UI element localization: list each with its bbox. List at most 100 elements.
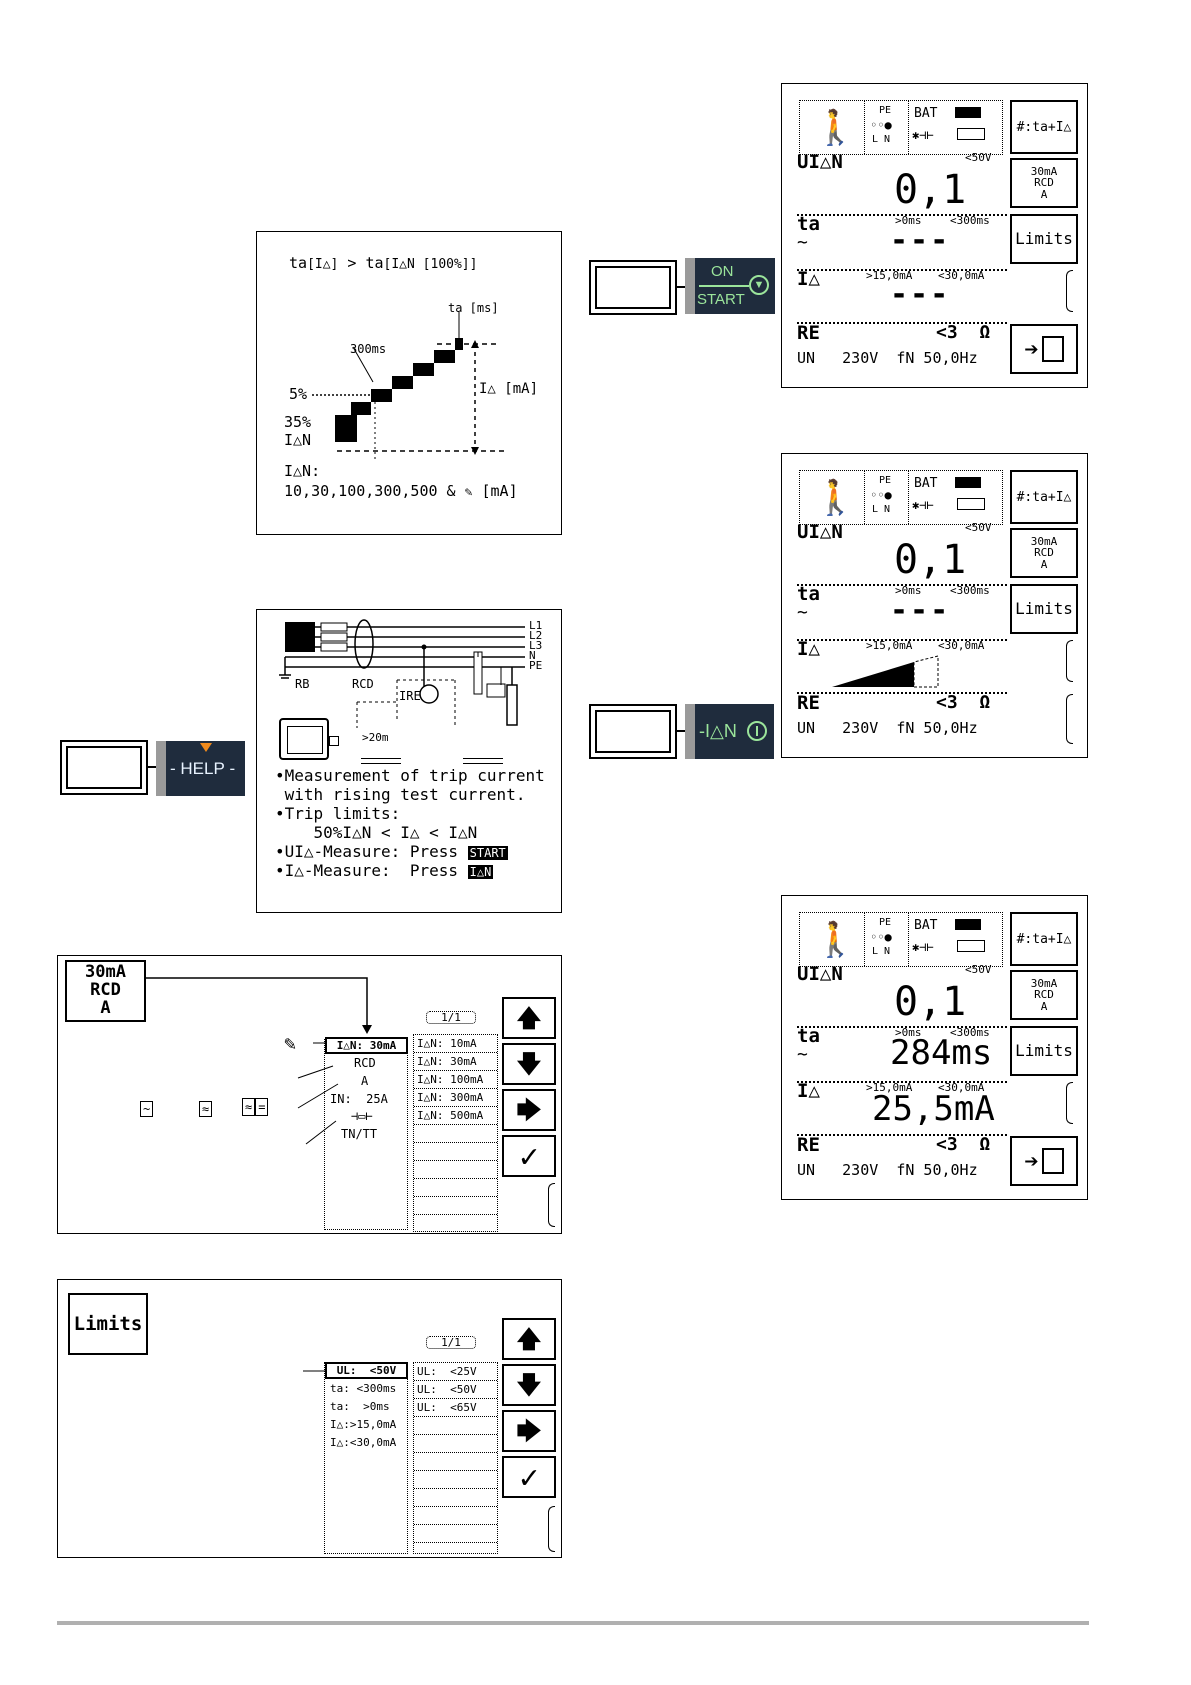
scroll-bracket — [1066, 694, 1073, 744]
rcd-btn-line1: 30mA — [85, 962, 126, 983]
on-start-softkey[interactable]: ON START ▼ — [685, 258, 775, 314]
pe-connection-icon: ◦◦● — [870, 488, 892, 502]
label-values: 10,30,100,300,500 & — [284, 482, 465, 500]
down-arrow-button[interactable]: 🡇 — [502, 1364, 556, 1406]
save-button[interactable]: ➔ — [1010, 324, 1078, 374]
confirm-check-button[interactable]: ✓ — [502, 1135, 556, 1177]
ui-label: UI△N — [797, 963, 843, 985]
help-marker-icon — [200, 743, 212, 752]
save-icon — [1041, 1148, 1064, 1174]
pe-label: PE — [879, 475, 892, 486]
bat-label: BAT — [914, 918, 938, 933]
pe-label: PE — [879, 917, 892, 928]
memory-icon — [957, 940, 985, 952]
mode-button[interactable]: #:ta+I△ — [1010, 100, 1078, 154]
limits-button[interactable]: Limits — [1010, 584, 1078, 634]
ui-limit: <50V — [965, 963, 992, 976]
right-arrow-button[interactable]: 🡆 — [502, 1410, 556, 1452]
save-icon — [1041, 336, 1064, 362]
plug-icon: ⊣▭⊢ — [351, 1109, 373, 1123]
start-label: START — [697, 291, 745, 308]
rcd-type-button[interactable]: 30mA RCD A — [1010, 970, 1078, 1020]
trip-graph-panel: ta[I△] > ta[I△N [100%]] ta [ms] 300ms 5%… — [256, 231, 562, 535]
up-arrow-button[interactable]: 🡅 — [502, 1318, 556, 1360]
rising-current-ramp — [832, 655, 939, 688]
ia-label: I△ — [797, 1080, 820, 1102]
help-hardkey[interactable] — [60, 740, 148, 795]
mode-button[interactable]: #:ta+I△ — [1010, 470, 1078, 524]
ian-label: I△N — [705, 721, 737, 741]
up-arrow-button[interactable]: 🡅 — [502, 997, 556, 1039]
start-hardkey[interactable] — [589, 260, 677, 315]
mains-info: UN 230V fN 50,0Hz — [797, 349, 978, 367]
ui-label: UI△N — [797, 151, 843, 173]
arrow-right-icon: ➔ — [1024, 1147, 1039, 1175]
selected-ul[interactable]: UL: <50V — [325, 1362, 408, 1379]
limits-selection-panel: Limits UL: <50V ta: <300ms ta: >0ms I△:>… — [57, 1279, 562, 1558]
label-unit: [mA] — [481, 482, 518, 500]
limit-ta-min: ta: >0ms — [330, 1400, 390, 1413]
bat-label: BAT — [914, 106, 938, 121]
pulsed-dc-icon: ≈ — [199, 1101, 213, 1117]
limit-ia-max: I△:<30,0mA — [330, 1436, 397, 1449]
rcd-left-item-a: A — [361, 1074, 369, 1088]
save-button[interactable]: ➔ — [1010, 1136, 1078, 1186]
ta-label: ta — [797, 213, 820, 235]
help-softkey[interactable]: - HELP - — [156, 741, 245, 796]
option-ian-30[interactable]: I△N: 30mA — [414, 1053, 497, 1071]
ui-limit: <50V — [965, 151, 992, 164]
rcd-btn-line3: A — [1040, 187, 1048, 201]
down-arrow-button[interactable]: 🡇 — [502, 1043, 556, 1085]
right-arrow-button[interactable]: 🡆 — [502, 1089, 556, 1131]
option-ian-300[interactable]: I△N: 300mA — [414, 1089, 497, 1107]
edit-icon: ✎ — [284, 1031, 297, 1055]
person-walking-icon: 🚶 — [814, 478, 857, 518]
option-ul-50[interactable]: UL: <50V — [414, 1381, 497, 1399]
option-ian-500[interactable]: I△N: 500mA — [414, 1107, 497, 1125]
label-pe: PE — [529, 659, 543, 672]
ln-label: L N — [872, 946, 891, 957]
scroll-bracket — [548, 1506, 555, 1552]
label-n: N — [529, 649, 536, 662]
limits-button[interactable]: Limits — [68, 1293, 148, 1355]
option-empty — [414, 1453, 497, 1471]
option-empty — [414, 1179, 497, 1197]
formula-ta2-sub: [I△N [100%]] — [383, 257, 478, 272]
ia-lim-min: >15,0mA — [866, 1081, 913, 1094]
option-ian-10[interactable]: I△N: 10mA — [414, 1035, 497, 1053]
device-screen-3: 🚶 PE ◦◦● L N BAT ✱⊣⊢ #:ta+I△ UI△N <50V 0… — [781, 895, 1088, 1200]
ian-softkey[interactable]: -I△N — [685, 704, 774, 759]
scroll-bracket — [1066, 270, 1073, 312]
rcd-left-item-rcd: RCD — [354, 1056, 376, 1070]
mains-info: UN 230V fN 50,0Hz — [797, 1161, 978, 1179]
rcd-type-button[interactable]: 30mA RCD A — [1010, 158, 1078, 208]
ian-hardkey[interactable] — [589, 704, 677, 759]
ac-dc-icon: ≈= — [242, 1098, 269, 1116]
ac-icon: ~ — [797, 602, 808, 623]
edit-icon: ✎ — [464, 485, 473, 500]
confirm-check-button[interactable]: ✓ — [502, 1456, 556, 1498]
bluetooth-icon: ✱⊣⊢ — [912, 940, 934, 954]
bat-label: BAT — [914, 476, 938, 491]
option-ul-25[interactable]: UL: <25V — [414, 1363, 497, 1381]
page-indicator: 1/1 — [426, 1011, 476, 1024]
re-label: RE — [797, 322, 820, 344]
rcd-type-button[interactable]: 30mA RCD A — [1010, 528, 1078, 578]
label-dist: >20m — [362, 731, 389, 744]
ta-lim-max: <300ms — [950, 214, 990, 227]
option-ian-100[interactable]: I△N: 100mA — [414, 1071, 497, 1089]
person-icon: 🚶 — [814, 108, 857, 148]
label-ta-ms: ta [ms] — [448, 301, 499, 315]
mode-button[interactable]: #:ta+I△ — [1010, 912, 1078, 966]
start-key-glyph: START — [467, 846, 508, 860]
ln-label: L N — [872, 504, 891, 515]
limits-button[interactable]: Limits — [1010, 214, 1078, 264]
selected-ian[interactable]: I△N: 30mA — [325, 1037, 408, 1054]
rcd-options-list: I△N: 10mA I△N: 30mA I△N: 100mA I△N: 300m… — [413, 1034, 498, 1232]
rcd-type-button[interactable]: 30mA RCD A — [65, 960, 146, 1022]
option-ul-65[interactable]: UL: <65V — [414, 1399, 497, 1417]
option-empty — [414, 1525, 497, 1543]
ac-icon: ~ — [797, 232, 808, 253]
formula-ta2: ta — [365, 254, 384, 272]
limits-button[interactable]: Limits — [1010, 1026, 1078, 1076]
